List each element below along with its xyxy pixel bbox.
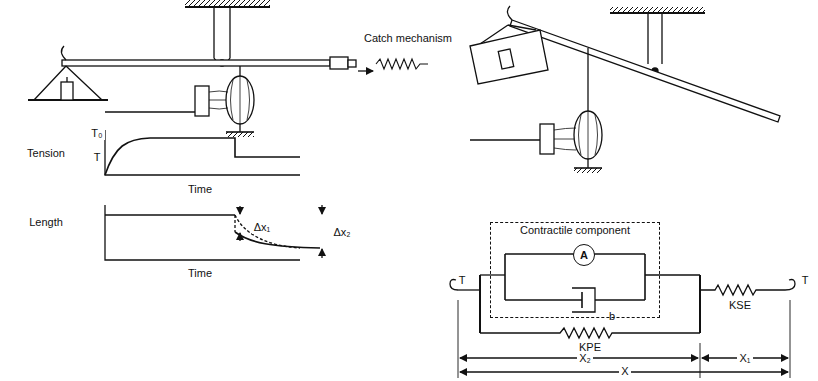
active-element-circle: A <box>573 244 595 266</box>
length-graph <box>105 205 322 260</box>
dashpot-label: b <box>607 310 617 323</box>
dimension-label: X <box>619 365 630 378</box>
component-title: Contractile component <box>491 224 659 236</box>
isotonic-apparatus <box>470 6 780 173</box>
tension-value: T₀ <box>89 127 104 140</box>
force-label: T <box>800 274 811 287</box>
element-letter: A <box>580 249 588 261</box>
spring-label: KSE <box>727 299 753 312</box>
quick-release-apparatus <box>28 0 428 137</box>
axis-label: Length <box>27 216 65 229</box>
contractile-box: Contractile componentA <box>490 222 660 318</box>
axis-label: Time <box>186 183 214 196</box>
force-label: T <box>457 274 468 287</box>
axis-label: Tension <box>25 147 67 160</box>
tension-graph <box>105 130 300 175</box>
dimension-label: X₁ <box>737 352 752 365</box>
dimension-label: X₂ <box>577 352 593 365</box>
tension-value: T <box>92 151 103 164</box>
displacement-label: Δx₁ <box>252 221 273 234</box>
muscle-model <box>450 254 795 378</box>
caption-label: Catch mechanism <box>362 32 454 45</box>
displacement-label: Δx₂ <box>331 226 352 239</box>
axis-label: Time <box>186 267 214 280</box>
